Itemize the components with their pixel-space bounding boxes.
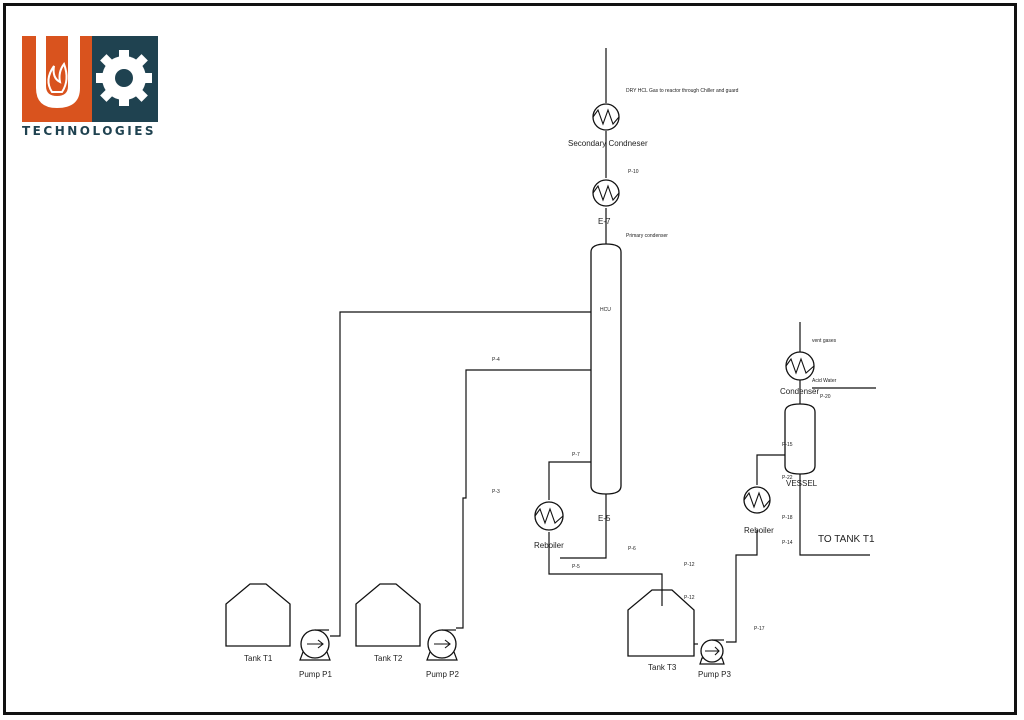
tank-t3-icon (627, 589, 695, 657)
pipe-vessel-to-tank (799, 474, 870, 556)
pipe-p2-to-column (456, 369, 592, 629)
label-reboiler-2: Reboiler (744, 526, 774, 535)
flame-icon (47, 61, 68, 93)
label-condenser: Condenser (780, 387, 819, 396)
label-vent-gases: vent gases (812, 338, 837, 344)
pump-p1-icon (299, 629, 331, 661)
label-p18: P-18 (782, 515, 793, 521)
pipe-p1-to-column (330, 311, 592, 637)
label-reboiler-1: Reboiler (534, 541, 564, 550)
pipe-reboiler-to-tank-t3 (548, 532, 663, 590)
logo-u-shape (36, 36, 80, 108)
label-e5: E-5 (598, 514, 611, 523)
secondary-condenser-icon (592, 103, 620, 131)
label-p12b: P-12 (684, 595, 695, 601)
distillation-column (590, 243, 622, 495)
label-p22: P-22 (782, 475, 793, 481)
label-tank-t2: Tank T2 (374, 654, 403, 663)
label-p15: P-15 (782, 442, 793, 448)
label-p5: P-5 (572, 564, 580, 570)
label-p6: P-6 (628, 546, 636, 552)
reboiler-2-icon (743, 486, 771, 514)
label-vessel: VESSEL (786, 479, 818, 488)
label-column-top: HCU (600, 307, 611, 313)
pump-p3-icon (699, 639, 725, 665)
label-tank-t1: Tank T1 (244, 654, 273, 663)
label-pump-p2: Pump P2 (426, 670, 459, 679)
label-p20: P-20 (820, 394, 831, 400)
diagram-frame (3, 3, 1017, 715)
tank-t1-icon (225, 583, 291, 647)
label-p7: P-7 (572, 452, 580, 458)
vessel (784, 403, 816, 475)
condenser-icon (785, 351, 815, 381)
label-secondary-condenser: Secondary Condneser (568, 139, 648, 148)
gear-icon (96, 50, 152, 106)
label-top-vent: DRY HCL Gas to reactor through Chiller a… (626, 88, 739, 94)
tank-t2-icon (355, 583, 421, 647)
reboiler-1-icon (534, 501, 564, 531)
pump-p2-icon (426, 629, 458, 661)
label-primary-condenser: Primary condenser (626, 233, 668, 239)
pipe-column-to-reboiler (548, 461, 596, 500)
label-to-tank: TO TANK T1 (818, 534, 875, 545)
e7-exchanger-icon (592, 179, 620, 207)
process-piping (330, 48, 876, 645)
diagram-labels: DRY HCL Gas to reactor through Chiller a… (244, 88, 875, 679)
logo-text: TECHNOLOGIES (22, 124, 157, 138)
label-e7: E-7 (598, 217, 611, 226)
company-logo (22, 36, 158, 122)
pipe-column-bottom-to-reboiler (560, 494, 607, 559)
label-tank-t3: Tank T3 (648, 663, 677, 672)
label-p10: P-10 (628, 169, 639, 175)
label-pump-p3: Pump P3 (698, 670, 731, 679)
label-pump-p1: Pump P1 (299, 670, 332, 679)
label-p3: P-3 (492, 489, 500, 495)
label-p4: P-4 (492, 357, 500, 363)
label-p17: P-17 (754, 626, 765, 632)
label-acid-water: Acid Water (812, 378, 837, 384)
label-p12a: P-12 (684, 562, 695, 568)
label-p14: P-14 (782, 540, 793, 546)
pipe-pump-p3-to-reboiler (726, 530, 758, 643)
